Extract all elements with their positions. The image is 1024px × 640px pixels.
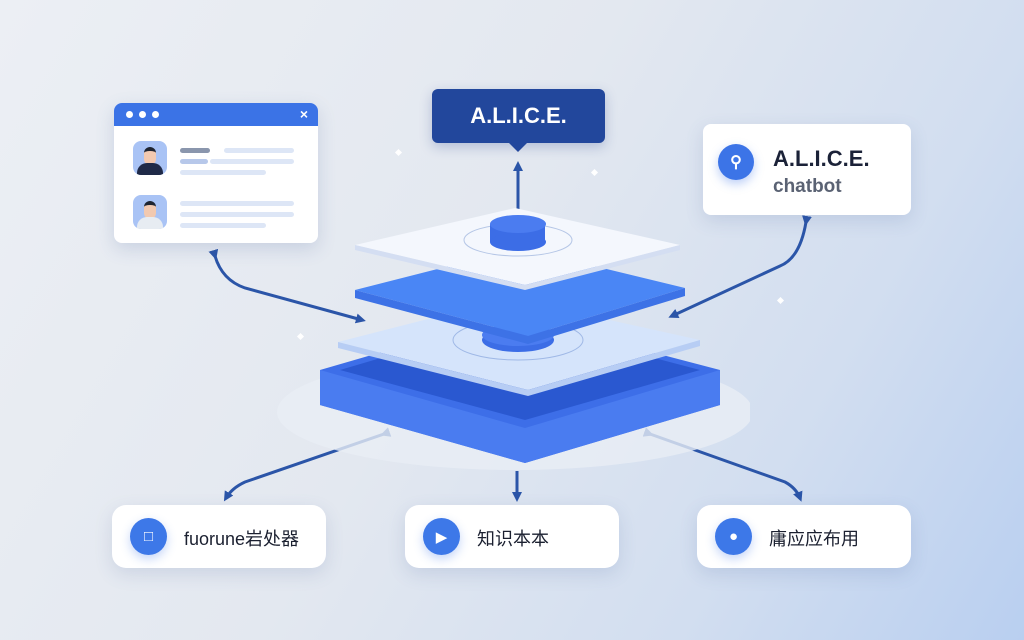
profile-window-card: × — [114, 103, 318, 243]
window-titlebar: × — [114, 103, 318, 126]
avatar — [133, 141, 167, 175]
placeholder-line — [180, 212, 294, 217]
window-dot-icon[interactable] — [139, 111, 146, 118]
node-deployment[interactable]: ● 庸应应布用 — [697, 505, 911, 568]
node-label: 知识本本 — [477, 529, 549, 549]
alice-title-tag: A.L.I.C.E. — [432, 89, 605, 143]
placeholder-line — [180, 148, 210, 153]
placeholder-line — [180, 223, 266, 228]
node-processor[interactable]: □ fuorune岩处器 — [112, 505, 326, 568]
node-knowledge-base[interactable]: ▶ 知识本本 — [405, 505, 619, 568]
chatbot-title: A.L.I.C.E. — [773, 146, 870, 171]
placeholder-line — [180, 170, 266, 175]
window-dot-icon[interactable] — [126, 111, 133, 118]
window-dot-icon[interactable] — [152, 111, 159, 118]
placeholder-line — [224, 148, 294, 153]
placeholder-line — [210, 159, 294, 164]
avatar — [133, 195, 167, 229]
placeholder-line — [180, 201, 294, 206]
play-icon: ▶ — [423, 518, 460, 555]
lock-icon: □ — [130, 518, 167, 555]
placeholder-line — [180, 159, 208, 164]
location-pin-icon: ● — [715, 518, 752, 555]
search-icon: ⚲ — [718, 144, 754, 180]
close-icon[interactable]: × — [299, 106, 308, 122]
node-label: fuorune岩处器 — [184, 529, 300, 549]
chatbot-card[interactable]: ⚲ A.L.I.C.E. chatbot — [703, 124, 911, 215]
layered-platform-illustration — [277, 208, 750, 470]
chatbot-subtitle: chatbot — [773, 176, 842, 197]
title-tag-pointer — [508, 142, 528, 152]
node-label: 庸应应布用 — [769, 529, 859, 549]
